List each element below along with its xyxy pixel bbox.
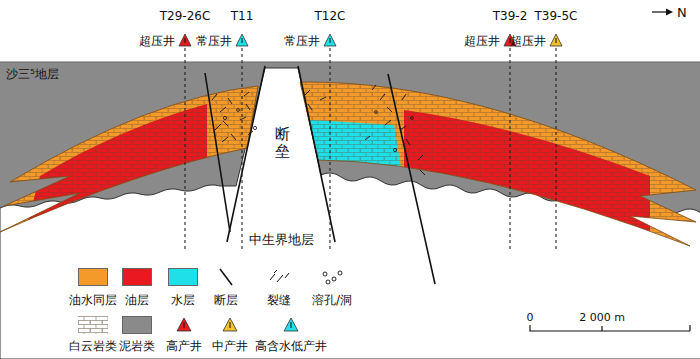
stratum-label: 沙三⁵地层 [6, 67, 59, 81]
pores [223, 109, 413, 152]
legend-symbol [222, 317, 238, 332]
horst-label: 断垒 [275, 126, 290, 159]
legend-swatch [283, 317, 299, 332]
well-triangle [549, 33, 563, 47]
well-name: T11 [231, 9, 254, 23]
well-name: T39-5C [535, 9, 578, 23]
legend-label: 泥岩类 [119, 339, 155, 353]
scale-label: 0 [527, 311, 534, 324]
north-label: N [677, 5, 687, 21]
scale-bar [530, 325, 690, 331]
right-reservoir [295, 60, 700, 260]
legend-label: 溶孔/洞 [312, 293, 352, 307]
well-name: T29-26C [160, 9, 211, 23]
legend-symbol [283, 317, 299, 332]
well-bores [185, 48, 556, 250]
scale-label: 2 000 m [579, 311, 625, 324]
well-marker: T12C常压井 [323, 33, 337, 47]
pressure-type: 常压井 [196, 34, 232, 48]
legend-swatch [78, 316, 108, 334]
legend-symbol [265, 268, 293, 286]
legend-swatch [122, 316, 152, 334]
legend-swatch [78, 268, 108, 286]
pressure-type: 超压井 [464, 34, 500, 48]
legend-swatch [122, 268, 152, 286]
right-band-outline [300, 82, 696, 246]
legend-symbol [78, 316, 108, 334]
legend-label: 裂缝 [267, 293, 291, 307]
legend-label: 中产井 [212, 339, 248, 353]
legend-swatch [215, 268, 237, 286]
legend-label: 油水同层 [69, 293, 117, 307]
legend-label: 高含水低产井 [255, 339, 327, 353]
pressure-type: 常压井 [284, 34, 320, 48]
legend-swatch [222, 317, 238, 332]
well-marker: T39-5C超压井 [549, 33, 563, 47]
north-arrow [652, 9, 673, 16]
well-name: T39-2 [493, 9, 528, 23]
legend-symbol [176, 317, 192, 332]
legend-label: 水层 [171, 293, 195, 307]
well-triangle [235, 33, 249, 47]
fractures [212, 85, 425, 175]
well-name: T12C [315, 9, 346, 23]
legend-swatch [318, 268, 346, 286]
stratum-label: 中生界地层 [249, 232, 314, 248]
well-triangle [323, 33, 337, 47]
well-marker: T11常压井 [235, 33, 249, 47]
faults [205, 66, 435, 284]
ground-line [0, 62, 700, 63]
pressure-type: 超压井 [139, 34, 175, 48]
legend-swatch [168, 268, 198, 286]
legend-symbol [318, 268, 346, 286]
legend-label: 白云岩类 [69, 339, 117, 353]
legend-swatch [176, 317, 192, 332]
well-triangle [178, 33, 192, 47]
left-reservoir [0, 60, 270, 260]
legend-label: 断层 [214, 293, 238, 307]
legend-swatch [265, 268, 293, 286]
pressure-type: 超压井 [510, 34, 546, 48]
legend-label: 油层 [125, 293, 149, 307]
legend-label: 高产井 [166, 339, 202, 353]
legend-symbol [215, 268, 237, 286]
well-marker: T29-26C超压井 [178, 33, 192, 47]
